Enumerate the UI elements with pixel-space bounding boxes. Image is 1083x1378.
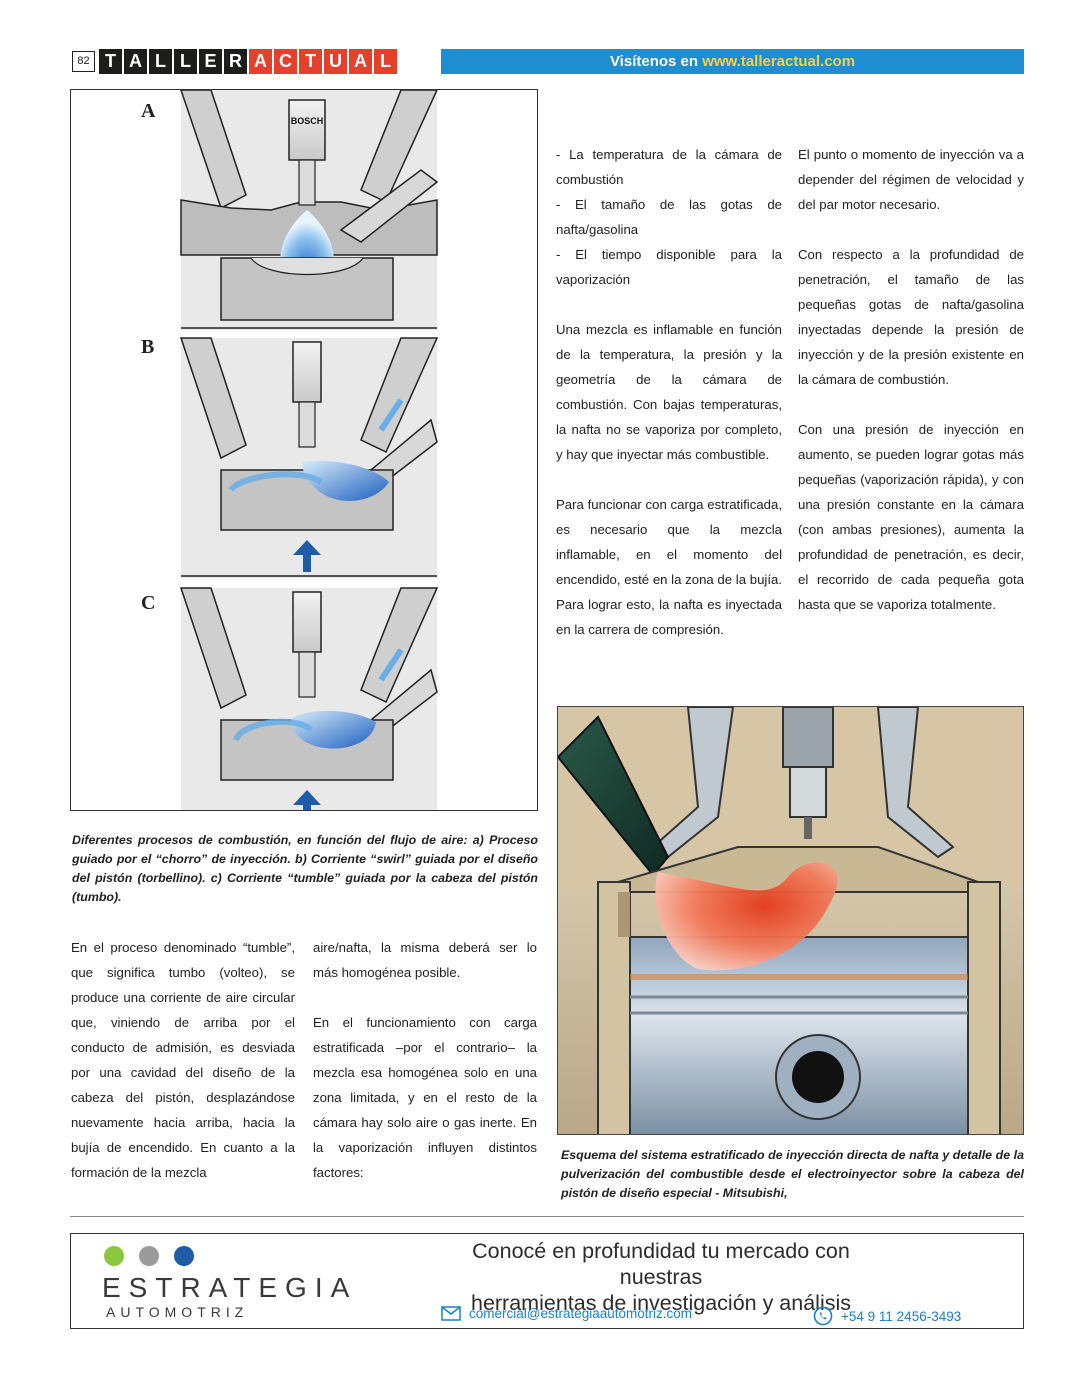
panel-label-a: A [141, 100, 156, 122]
panel-label-c: C [141, 592, 156, 614]
masthead-letter: R [224, 49, 247, 74]
article-paragraph: El punto o momento de inyección va a dep… [798, 147, 1024, 212]
whatsapp-icon [813, 1306, 833, 1326]
brand-dot-green [104, 1246, 124, 1266]
bosch-label: BOSCH [291, 116, 324, 126]
masthead-letter: L [374, 49, 397, 74]
masthead-letter: L [149, 49, 172, 74]
section-divider [70, 1216, 1024, 1217]
factor-item: - El tiempo disponible para la vaporizac… [556, 247, 782, 287]
masthead-letter: U [324, 49, 347, 74]
article-paragraph: Para funcionar con carga estratificada, … [556, 497, 782, 637]
article-paragraph: En el proceso denominado “tumble”, que s… [71, 940, 295, 1180]
article-column-left-bottom: En el proceso denominado “tumble”, que s… [71, 935, 295, 1185]
article-paragraph: En el funcionamiento con carga estratifi… [313, 1015, 537, 1180]
website-link[interactable]: www.talleractual.com [702, 53, 856, 70]
mail-icon [441, 1306, 461, 1321]
ad-brand-subtitle: AUTOMOTRIZ [106, 1304, 249, 1320]
combustion-diagrams-figure: BOSCH [70, 89, 538, 811]
figure-caption-left: Diferentes procesos de combustión, en fu… [72, 833, 538, 904]
brand-dot-blue [174, 1246, 194, 1266]
figure-caption-right: Esquema del sistema estratificado de iny… [561, 1148, 1024, 1200]
ad-email-contact[interactable]: comercial@estrategiaautomotriz.com [441, 1306, 692, 1321]
article-column-right-top: El punto o momento de inyección va a dep… [798, 142, 1024, 617]
estrategia-automotriz-ad[interactable]: ESTRATEGIA AUTOMOTRIZ Conocé en profundi… [70, 1233, 1024, 1329]
visit-text: Visítenos en [609, 53, 699, 70]
brand-dot-gray [139, 1246, 159, 1266]
ad-phone[interactable]: +54 9 11 2456-3493 [841, 1308, 962, 1324]
masthead-logo: T A L L E R A C T U A L [99, 49, 397, 74]
stratified-injection-figure [557, 706, 1024, 1135]
masthead-letter: A [349, 49, 372, 74]
ad-phone-contact[interactable]: +54 9 11 2456-3493 [813, 1306, 961, 1326]
masthead-letter: L [174, 49, 197, 74]
masthead-letter: A [124, 49, 147, 74]
panel-a: BOSCH [180, 90, 439, 330]
article-paragraph: Con una presión de inyección en aumento,… [798, 422, 1024, 612]
header-banner: Visítenos en www.talleractual.com [441, 49, 1024, 74]
panel-c [179, 587, 439, 810]
masthead-letter: C [274, 49, 297, 74]
ad-headline: Conocé en profundidad tu mercado con nue… [441, 1238, 881, 1316]
ad-brand-name: ESTRATEGIA [102, 1272, 358, 1303]
page-number: 82 [72, 51, 95, 72]
masthead-letter: A [249, 49, 272, 74]
ad-headline-line: herramientas de investigación y análisis [470, 1291, 852, 1315]
factor-item: - La temperatura de la cámara de combust… [556, 147, 782, 187]
panel-label-b: B [141, 336, 155, 358]
panel-b [179, 337, 439, 578]
masthead-letter: E [199, 49, 222, 74]
article-paragraph: Una mezcla es inflamable en función de l… [556, 322, 782, 462]
injection-illustration [558, 707, 1023, 1134]
article-column-middle-top: - La temperatura de la cámara de combust… [556, 142, 782, 642]
ad-headline-line: Conocé en profundidad tu mercado con nue… [472, 1239, 850, 1289]
article-paragraph: Con respecto a la profundidad de penetra… [798, 247, 1024, 387]
masthead-letter: T [299, 49, 322, 74]
masthead-letter: T [99, 49, 122, 74]
combustion-diagrams-illustration: BOSCH [179, 90, 439, 810]
ad-email[interactable]: comercial@estrategiaautomotriz.com [469, 1306, 693, 1321]
article-column-middle-bottom: aire/nafta, la misma deberá ser lo más h… [313, 935, 537, 1185]
factor-item: - El tamaño de las gotas de nafta/gasoli… [556, 197, 782, 237]
article-paragraph: aire/nafta, la misma deberá ser lo más h… [313, 940, 537, 980]
